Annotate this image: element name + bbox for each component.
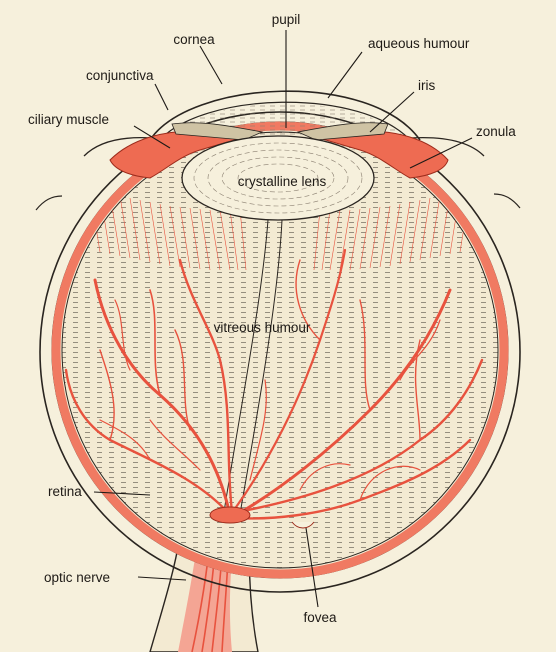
label-ciliary-muscle: ciliary muscle (28, 112, 109, 127)
label-conjunctiva: conjunctiva (86, 68, 154, 83)
fovea-pit (291, 521, 315, 529)
label-crystalline-lens: crystalline lens (238, 174, 327, 189)
label-aqueous-humour: aqueous humour (368, 36, 470, 51)
zonular-fibres (89, 189, 471, 271)
optic-disc (209, 506, 251, 524)
cornea-shape (149, 90, 421, 141)
iris-left (171, 122, 264, 141)
label-retina: retina (48, 484, 82, 499)
label-fovea: fovea (303, 610, 337, 625)
lid-right (493, 193, 521, 209)
crystalline-lens-shape (181, 135, 375, 221)
label-cornea: cornea (173, 32, 215, 47)
conjunctiva-right (409, 136, 485, 157)
leader-lines (93, 30, 473, 608)
retinal-vessels (64, 248, 484, 520)
label-iris: iris (418, 78, 435, 93)
lid-left (35, 195, 63, 211)
lens-layers (193, 142, 363, 214)
iris-right (296, 122, 389, 141)
hyaloid-canal-2 (239, 219, 283, 515)
label-optic-nerve: optic nerve (44, 570, 110, 585)
ciliary-body-left (109, 130, 249, 179)
label-pupil: pupil (272, 12, 301, 27)
conjunctiva-left (83, 136, 153, 157)
label-zonula: zonula (476, 124, 516, 139)
label-vitreous-humour: vitreous humour (214, 320, 311, 335)
